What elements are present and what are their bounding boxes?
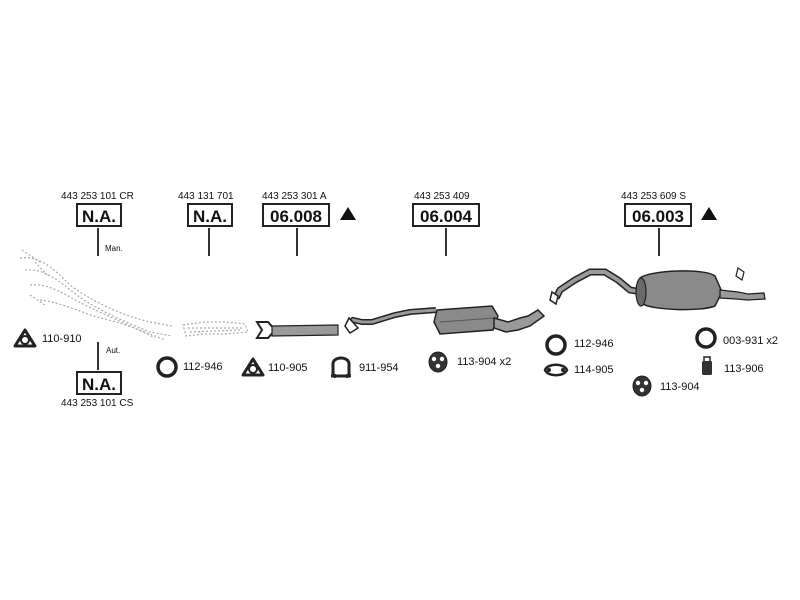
accessory-label: 114-905: [574, 364, 614, 376]
ring-gasket-icon: [156, 356, 178, 378]
auto-part-code-box: N.A.: [76, 371, 122, 395]
accessory-label: 113-906: [724, 363, 764, 375]
warning-triangle-icon: [701, 207, 717, 220]
intermediate-pipe-code-box: 06.008: [262, 203, 330, 227]
accessory-label: 112-946: [574, 338, 614, 350]
centre-silencer-leader-line: [445, 228, 447, 256]
centre-silencer-code-box: 06.004: [412, 203, 480, 227]
manual-part-leader-line: [97, 228, 99, 256]
auto-part-leader-line: [97, 342, 99, 370]
rubber-mount-icon: [632, 375, 652, 397]
manifold-ghost-part: [19, 249, 173, 341]
rear-silencer-code-box: 06.003: [624, 203, 692, 227]
accessory-label: 112-946: [183, 361, 223, 373]
manual-part-code-box: N.A.: [76, 203, 122, 227]
front-pipe-ghost-part: [182, 321, 249, 337]
manual-part-number: 443 253 101 CR: [61, 191, 134, 202]
flange-gasket-icon: [13, 328, 37, 348]
accessory-label: 911-954: [359, 362, 399, 374]
auto-part-number: 443 253 101 CS: [61, 398, 134, 409]
accessory-label: 113-904 x2: [457, 356, 512, 368]
rear-silencer-leader-line: [658, 228, 660, 256]
warning-triangle-icon: [340, 207, 356, 220]
rear-silencer-part-number: 443 253 609 S: [621, 191, 687, 202]
accessory-label: 110-910: [42, 333, 82, 345]
flange-gasket-icon: [241, 357, 265, 377]
ring-gasket-icon: [695, 327, 717, 349]
intermediate-pipe-part: [255, 321, 339, 339]
manual-tag: Man.: [105, 244, 123, 253]
accessory-label: 003-931 x2: [723, 335, 779, 347]
auto-tag: Aut.: [106, 346, 121, 355]
accessory-label: 110-905: [268, 362, 308, 374]
accessory-label: 113-904: [660, 381, 700, 393]
centre-silencer-part-number: 443 253 409: [414, 191, 470, 202]
front-pipe-leader-line: [208, 228, 210, 256]
rear-silencer-part: [549, 267, 766, 311]
front-pipe-part-number: 443 131 701: [178, 191, 234, 202]
intermediate-pipe-part-number: 443 253 301 A: [262, 191, 327, 202]
front-pipe-code-box: N.A.: [187, 203, 233, 227]
rubber-mount-icon: [428, 351, 448, 373]
rubber-strap-icon: [543, 363, 569, 377]
centre-silencer-part: [344, 305, 546, 335]
pipe-clamp-icon: [331, 356, 351, 378]
intermediate-pipe-leader-line: [296, 228, 298, 256]
ring-gasket-icon: [545, 334, 567, 356]
rubber-buffer-icon: [702, 356, 712, 375]
